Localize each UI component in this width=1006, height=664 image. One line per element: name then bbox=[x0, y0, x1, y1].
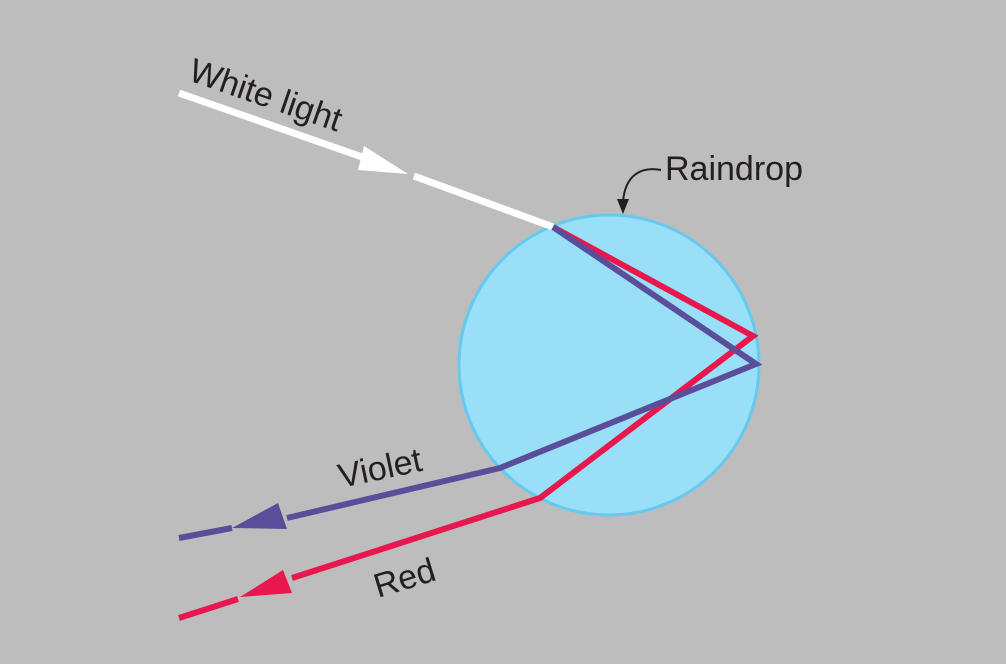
raindrop-pointer-arrowhead bbox=[617, 199, 629, 214]
raindrop-label: Raindrop bbox=[665, 150, 803, 188]
violet-arrowhead bbox=[232, 503, 287, 529]
violet-ray-path bbox=[286, 224, 763, 521]
violet-ray-tail bbox=[178, 525, 233, 541]
white-light-arrowhead bbox=[358, 146, 408, 174]
raindrop-pointer-arrow bbox=[622, 168, 662, 203]
red-label: Red bbox=[369, 551, 440, 606]
red-ray-path bbox=[291, 224, 759, 581]
red-ray-tail bbox=[178, 596, 239, 621]
white-light-ray-end bbox=[412, 172, 555, 231]
red-arrowhead bbox=[240, 570, 292, 597]
white-light-ray-start bbox=[177, 89, 367, 162]
